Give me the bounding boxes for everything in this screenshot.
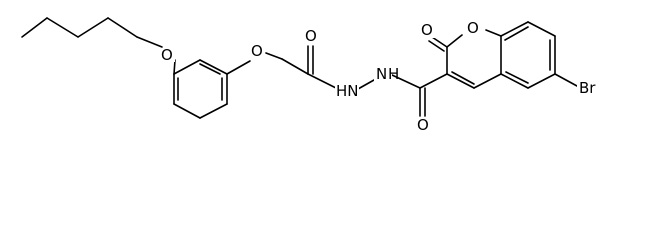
butyl-chain-bonds [21, 17, 138, 38]
butoxy-oxygen-bonds [136, 36, 176, 75]
carbon-bromine-bond [554, 73, 578, 87]
hydrazide-carbonyl-right-bonds [419, 73, 448, 117]
pyranone-ring-bonds [428, 29, 502, 89]
phenylene-ring-bonds [173, 59, 228, 119]
hydrazine-bonds [357, 74, 421, 90]
atom-n-right: N [376, 65, 387, 83]
atom-o-ring: O [467, 19, 479, 37]
atom-o-aryl-ether: O [251, 42, 263, 60]
aryl-ether-bonds [226, 52, 309, 75]
atom-bromine: Br [579, 79, 596, 97]
atom-o-amide-upper: O [305, 27, 317, 45]
hydrazide-carbonyl-left-bonds [307, 45, 337, 89]
benzo-ring-bonds [500, 21, 556, 89]
atom-o-lactone-carbonyl: O [421, 21, 433, 39]
atom-o-amide-lower: O [417, 116, 429, 134]
atom-h-right: H [388, 65, 399, 83]
atom-nh-left: HN [336, 82, 359, 100]
atom-o-butoxy: O [161, 46, 173, 64]
chemical-structure: O O O HN N H O O O Br [21, 17, 601, 134]
atom-labels: O O O HN N H O O O Br [159, 19, 601, 134]
